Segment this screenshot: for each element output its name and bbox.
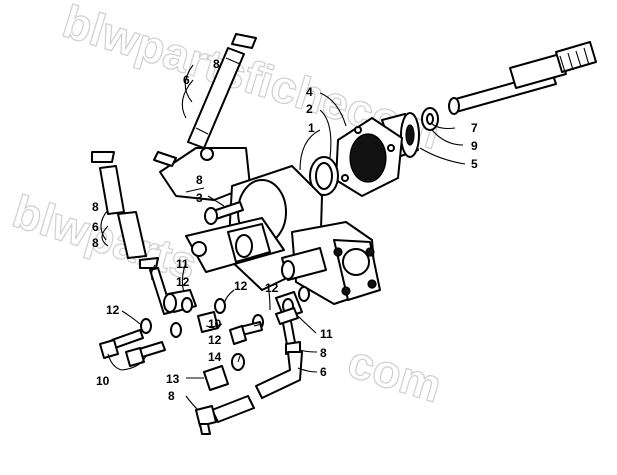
callout-10-center: 10 <box>208 317 222 331</box>
callout-11-right: 11 <box>320 327 333 341</box>
loose-bolts <box>99 321 263 367</box>
callout-labels: 8 6 8 3 8 6 8 11 12 12 12 12 10 12 14 10… <box>92 57 478 403</box>
callout-13: 13 <box>166 372 180 386</box>
thrust-washer-hole <box>426 113 434 125</box>
o-ring-inner <box>315 162 333 190</box>
callout-8-bottom: 8 <box>168 389 175 403</box>
left-fittings <box>140 267 264 338</box>
left-hose <box>91 151 159 269</box>
callout-10-left: 10 <box>96 374 110 388</box>
callout-5: 5 <box>471 157 478 171</box>
mounting-bolt <box>204 201 244 225</box>
pump-body <box>159 147 381 305</box>
callout-8-left: 8 <box>92 200 99 214</box>
callout-8-left-lower: 8 <box>92 236 99 250</box>
leader-lines <box>100 64 466 411</box>
flange-plate <box>335 117 403 197</box>
callout-12-d: 12 <box>106 303 120 317</box>
callout-3: 3 <box>196 191 203 205</box>
callout-8-upper: 8 <box>213 57 220 71</box>
callout-12-e: 12 <box>208 333 222 347</box>
right-fitting <box>275 286 310 355</box>
callout-6-right: 6 <box>320 365 327 379</box>
callout-8-right: 8 <box>320 346 327 360</box>
callout-12-c: 12 <box>265 281 279 295</box>
callout-2: 2 <box>306 102 313 116</box>
watermark-text-bottom: com <box>342 335 448 412</box>
lower-hose <box>195 351 303 435</box>
callout-7: 7 <box>471 121 478 135</box>
callout-4: 4 <box>306 85 313 99</box>
callout-6-left: 6 <box>92 220 99 234</box>
callout-12-a: 12 <box>176 275 190 289</box>
callout-9: 9 <box>471 139 478 153</box>
callout-8-upper-clamp: 8 <box>196 173 203 187</box>
callout-14: 14 <box>208 350 222 364</box>
upper-hose <box>153 33 257 167</box>
drive-shaft <box>448 41 597 115</box>
callout-12-b: 12 <box>234 279 248 293</box>
callout-6-upper: 6 <box>183 73 190 87</box>
callout-11-left: 11 <box>176 257 189 271</box>
callout-1: 1 <box>308 121 315 135</box>
